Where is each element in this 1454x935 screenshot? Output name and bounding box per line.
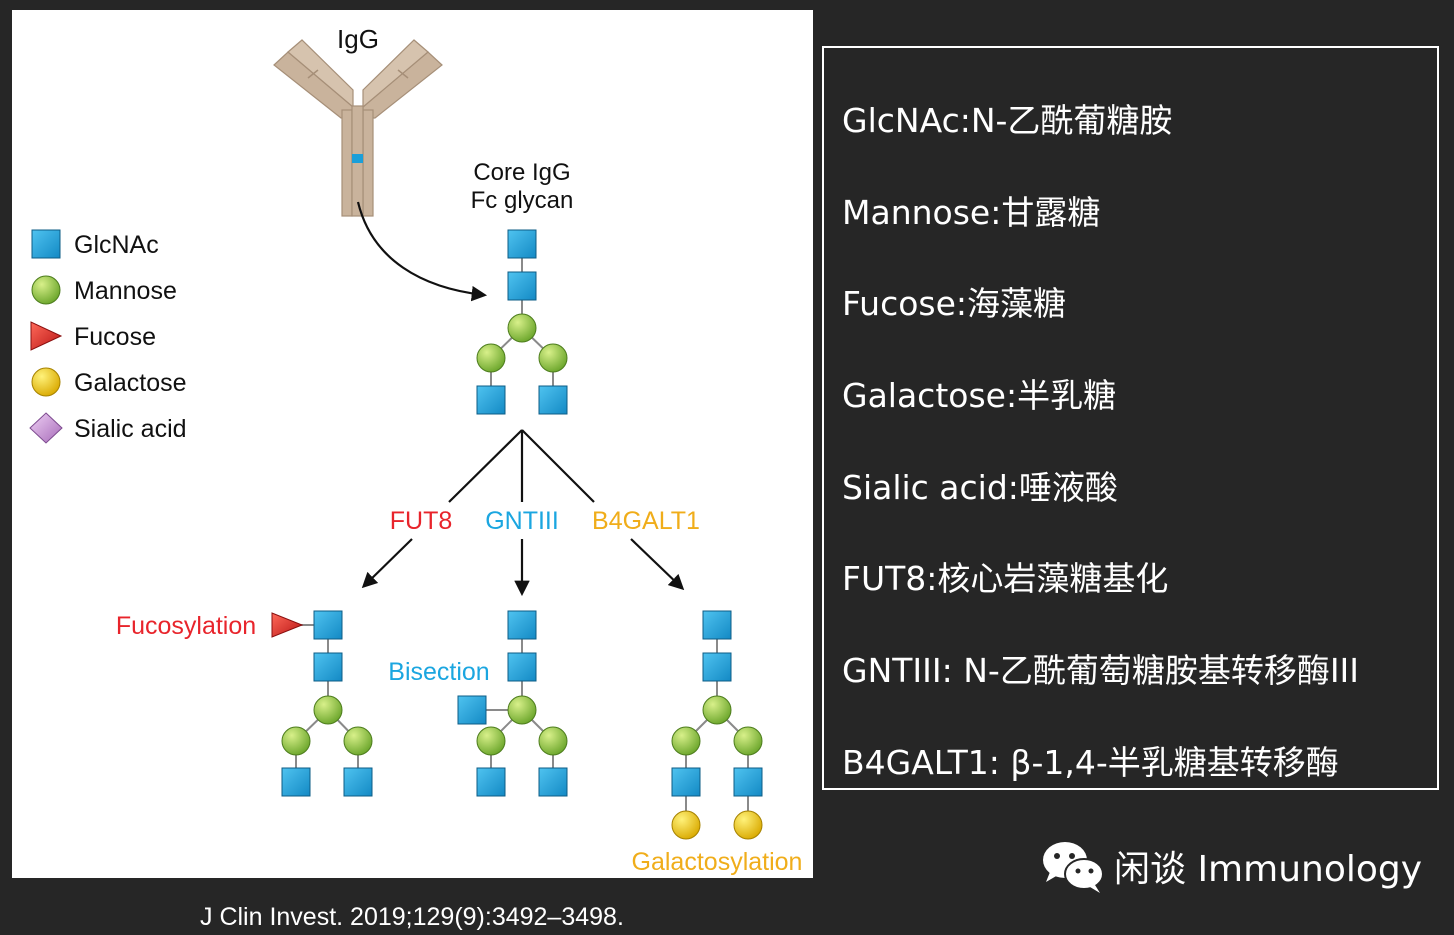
legend-label-glcnac: GlcNAc (74, 231, 159, 259)
legend-label-mannose: Mannose (74, 277, 177, 305)
galactose-circle-icon (733, 810, 763, 840)
mannose-circle-icon (671, 726, 701, 756)
glcnac-square-icon (476, 385, 506, 415)
mannose-circle-icon (733, 726, 763, 756)
mannose-circle-icon (702, 695, 732, 725)
antibody-igg-icon (273, 39, 443, 217)
legend-label-galactose: Galactose (74, 369, 187, 397)
glcnac-square-icon (538, 767, 568, 797)
watermark: 闲谈 Immunology (1040, 836, 1422, 896)
glossary-item-glcnac: GlcNAc:N-乙酰葡糖胺 (842, 101, 1173, 140)
legend-fucose-triangle-icon (30, 321, 63, 351)
glossary-item-b4galt1: B4GALT1: β-1,4-半乳糖基转移酶 (842, 743, 1339, 782)
glcnac-square-icon (702, 652, 732, 682)
enzyme-label-fut8: FUT8 (390, 507, 453, 535)
glcnac-square-icon (507, 652, 537, 682)
fucosylated-glycan (271, 610, 373, 797)
glcnac-square-icon (313, 652, 343, 682)
bisecting-glcnac-square-icon (457, 695, 487, 725)
symbol-legend: GlcNAc Mannose Fucose Galactose Sialic a… (29, 229, 187, 444)
glcnac-square-icon (702, 610, 732, 640)
mannose-circle-icon (281, 726, 311, 756)
mannose-circle-icon (476, 343, 506, 373)
glcnac-square-icon (733, 767, 763, 797)
legend-mannose-circle-icon (31, 275, 61, 305)
glossary-panel: GlcNAc:N-乙酰葡糖胺 Mannose:甘露糖 Fucose:海藻糖 Ga… (822, 46, 1439, 790)
mannose-circle-icon (476, 726, 506, 756)
glcnac-square-icon (507, 271, 537, 301)
enzyme-label-gntiii: GNTIII (485, 507, 559, 535)
glossary-item-fut8: FUT8:核心岩藻糖基化 (842, 559, 1169, 598)
glcnac-square-icon (507, 229, 537, 259)
glossary-item-sialic-acid: Sialic acid:唾液酸 (842, 468, 1118, 507)
legend-glcnac-square-icon (31, 229, 61, 259)
antibody-label: IgG (337, 24, 379, 54)
glcnac-square-icon (538, 385, 568, 415)
glycan-attachment-arrow (356, 201, 488, 302)
glycan-diagram: IgG Core IgG Fc glycan (29, 24, 803, 876)
glcnac-square-icon (507, 610, 537, 640)
glcnac-square-icon (281, 767, 311, 797)
mannose-circle-icon (343, 726, 373, 756)
mannose-circle-icon (313, 695, 343, 725)
glossary-item-galactose: Galactose:半乳糖 (842, 376, 1117, 415)
glossary-item-gntiii: GNTIII: N-乙酰葡萄糖胺基转移酶III (842, 651, 1360, 690)
glcnac-square-icon (313, 610, 343, 640)
legend-sialic-acid-diamond-icon (29, 412, 63, 444)
mannose-circle-icon (507, 313, 537, 343)
legend-label-fucose: Fucose (74, 323, 156, 351)
mannose-circle-icon (538, 343, 568, 373)
glossary-item-mannose: Mannose:甘露糖 (842, 193, 1101, 232)
outcome-label-bisection: Bisection (388, 658, 489, 686)
core-glycan-label-line2: Fc glycan (471, 187, 574, 214)
watermark-text: 闲谈 Immunology (1114, 849, 1423, 890)
outcome-label-galactosylation: Galactosylation (632, 848, 803, 876)
glcnac-square-icon (343, 767, 373, 797)
fucose-triangle-icon (271, 612, 304, 638)
legend-galactose-circle-icon (31, 367, 61, 397)
core-glycan (476, 229, 568, 415)
mannose-circle-icon (538, 726, 568, 756)
arrow-to-galactosylation (630, 538, 685, 591)
enzyme-label-b4galt1: B4GALT1 (592, 507, 700, 535)
mannose-circle-icon (507, 695, 537, 725)
galactosylated-glycan (671, 610, 763, 840)
wechat-icon (1043, 842, 1104, 893)
outcome-label-fucosylation: Fucosylation (116, 612, 256, 640)
arrow-to-fucosylation (361, 538, 413, 589)
core-glycan-label-line1: Core IgG (473, 159, 570, 186)
glcnac-square-icon (476, 767, 506, 797)
enzyme-branch-lines (448, 429, 595, 503)
citation-text: J Clin Invest. 2019;129(9):3492–3498. (200, 903, 624, 931)
glossary-item-fucose: Fucose:海藻糖 (842, 284, 1067, 323)
legend-label-sialic-acid: Sialic acid (74, 415, 187, 443)
galactose-circle-icon (671, 810, 701, 840)
bisected-glycan (457, 610, 568, 797)
figure-panel: IgG Core IgG Fc glycan (12, 10, 813, 878)
glcnac-square-icon (671, 767, 701, 797)
